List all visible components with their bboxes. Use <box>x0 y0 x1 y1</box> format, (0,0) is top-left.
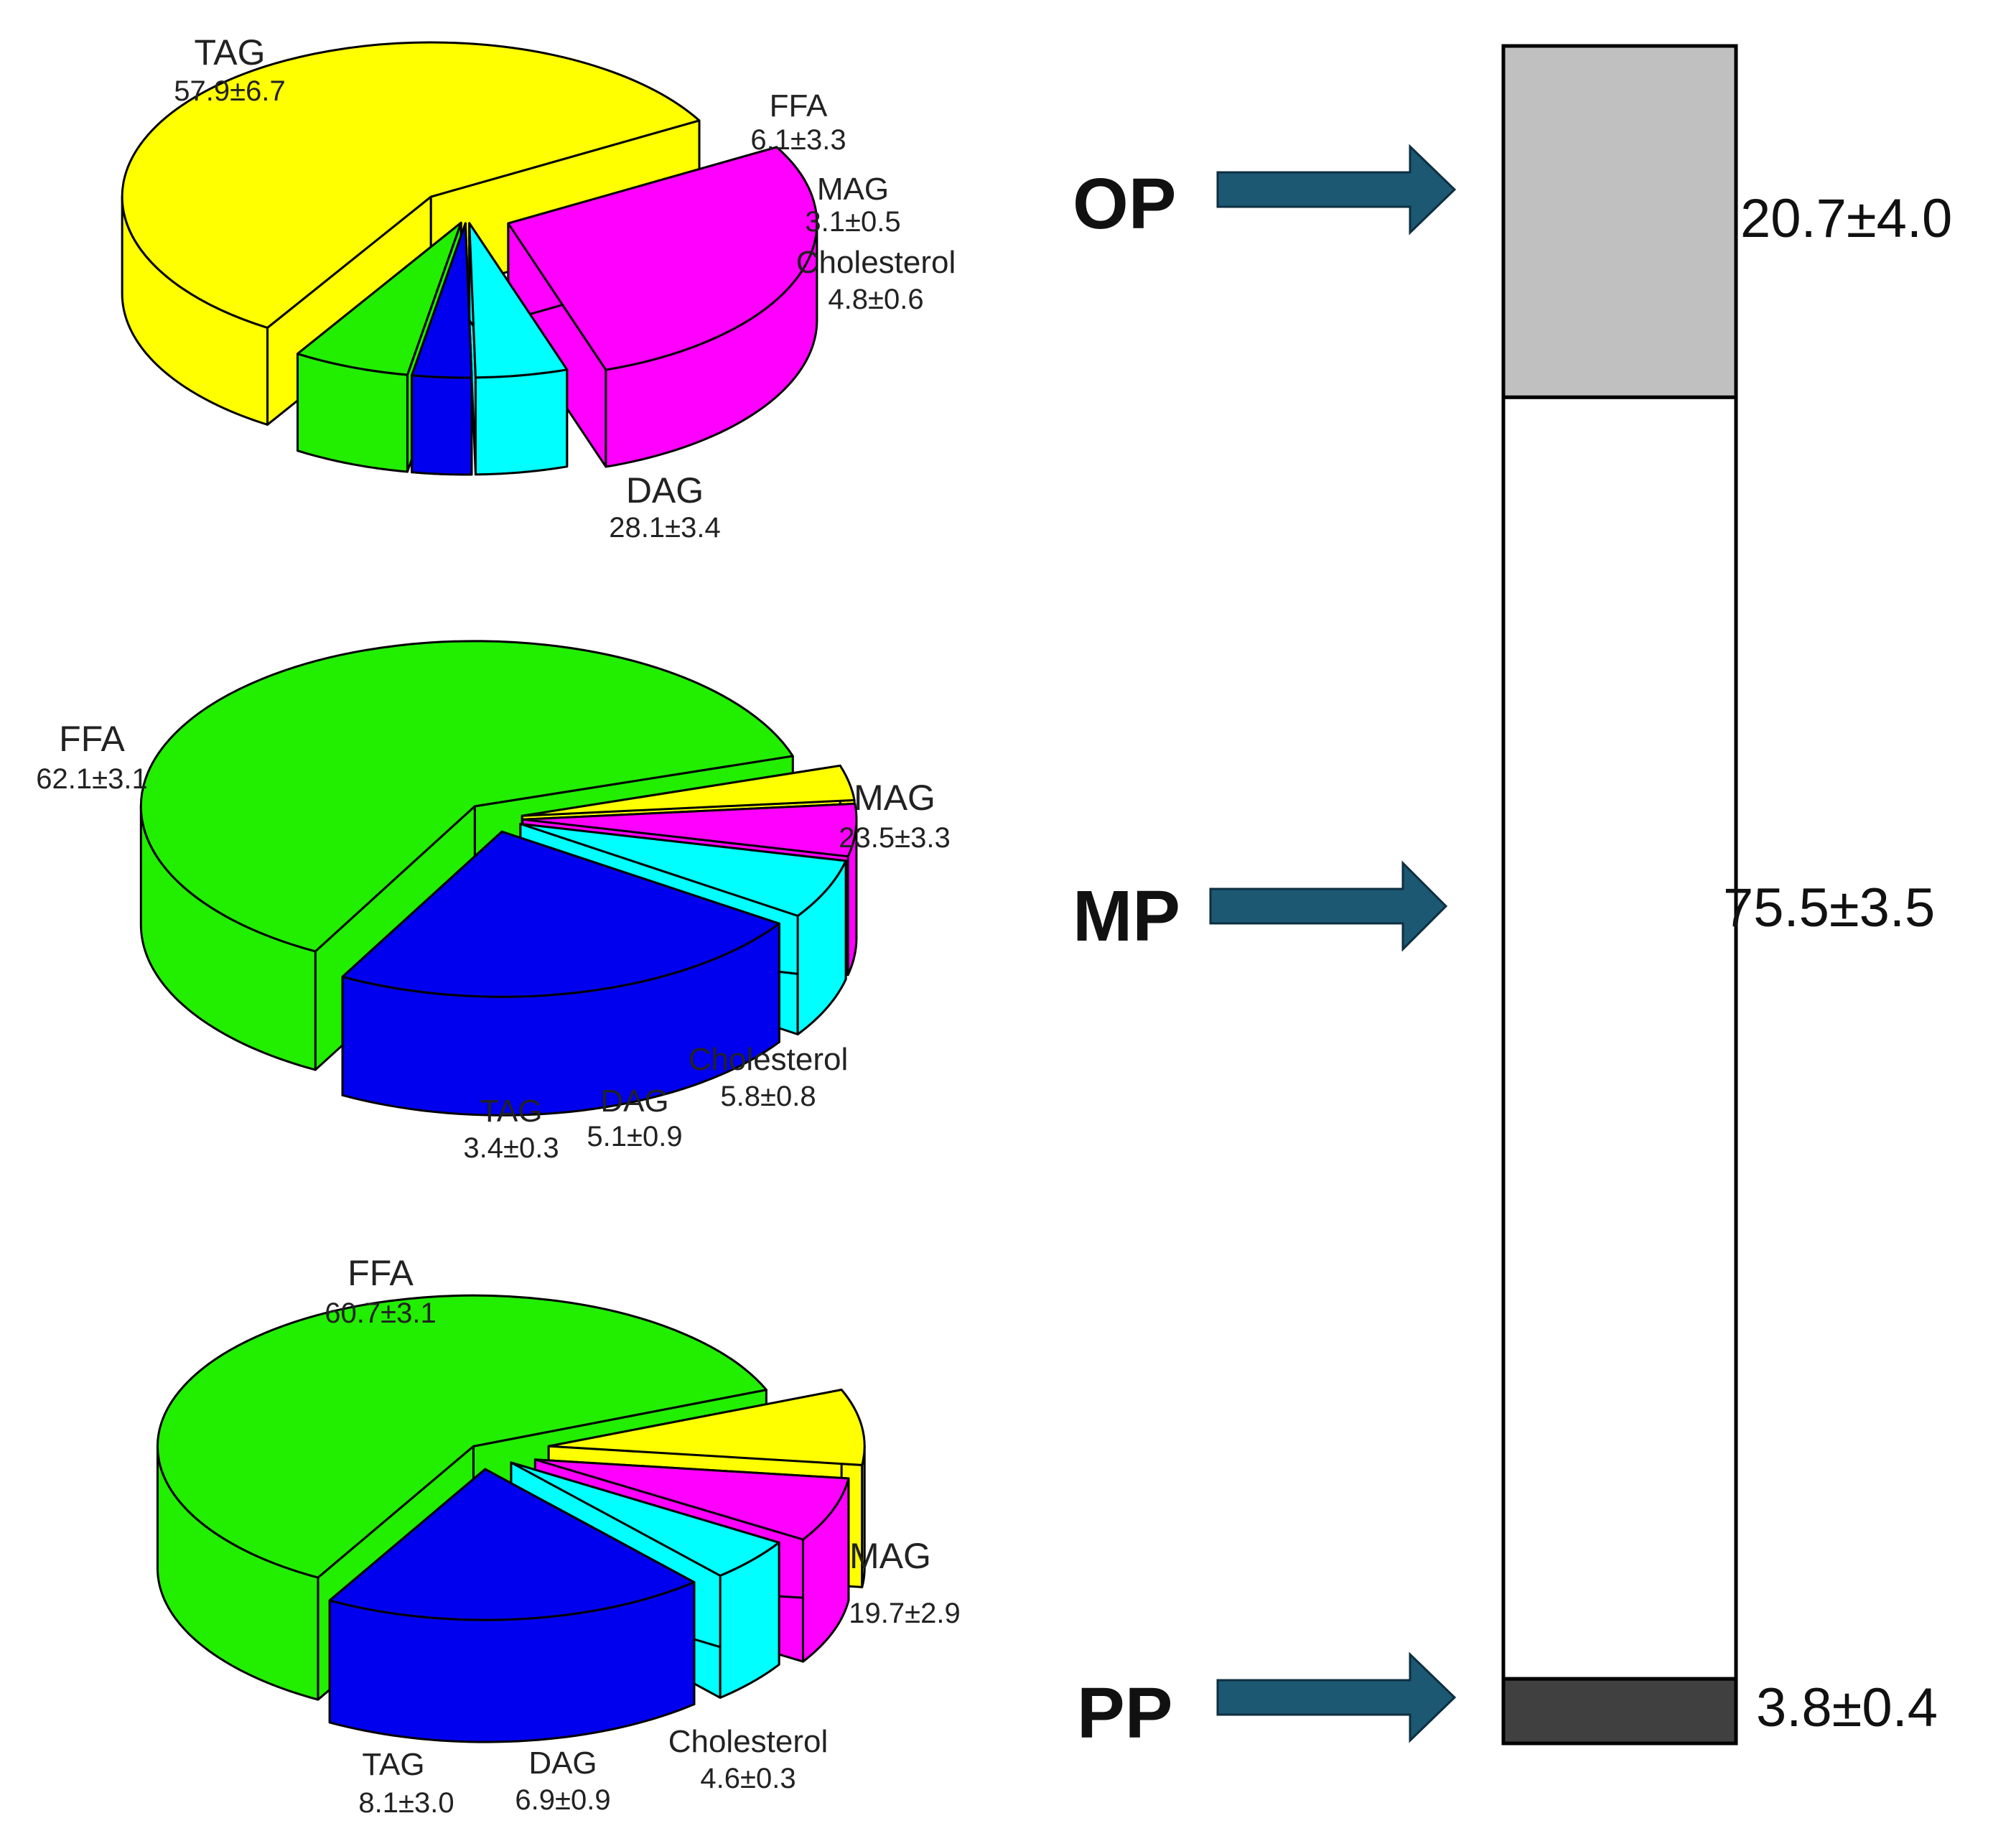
bar-value-pp: 3.8±0.4 <box>1756 1677 1938 1738</box>
slice-top <box>533 1458 850 1541</box>
arrow-op-icon <box>1216 144 1457 236</box>
pie3-tag-value: 8.1±3.0 <box>358 1787 454 1819</box>
slice-top <box>411 222 473 379</box>
pie2-cholesterol-name: Cholesterol <box>689 1042 849 1077</box>
slice-top <box>468 222 569 379</box>
phase-label-op: OP <box>1073 164 1176 244</box>
pie1-tag-value: 57.9±6.7 <box>174 75 285 107</box>
slice-top <box>547 1388 866 1466</box>
slice-rim <box>411 374 473 476</box>
slice-top <box>121 41 701 329</box>
pie1-slice-dag <box>507 146 818 468</box>
slice-top <box>507 146 818 371</box>
pie2-ffa-name: FFA <box>59 719 125 759</box>
pie3-cholesterol-name: Cholesterol <box>668 1724 829 1759</box>
slice-top <box>139 640 794 953</box>
slice-top <box>510 1461 780 1577</box>
pie1-cholesterol-name: Cholesterol <box>796 245 956 280</box>
phase-label-pp: PP <box>1077 1673 1172 1753</box>
pie1-cholesterol-value: 4.8±0.6 <box>828 284 923 315</box>
pie3-tag-name: TAG <box>362 1747 424 1782</box>
stacked-bar <box>1501 44 1738 1746</box>
pie3-mag-value: 19.7±2.9 <box>849 1598 960 1629</box>
pie-chart-pp <box>156 1294 866 1743</box>
pie-chart-op <box>121 41 818 476</box>
pie2-mag-value: 23.5±3.3 <box>839 822 950 854</box>
slice-rim <box>474 368 569 476</box>
pie2-mag-name: MAG <box>854 778 935 818</box>
slice-top <box>521 764 856 817</box>
pie1-mag-name: MAG <box>817 172 889 207</box>
pie3-dag-name: DAG <box>528 1746 597 1781</box>
pie1-tag-name: TAG <box>194 32 265 73</box>
pie1-dag-name: DAG <box>626 470 704 511</box>
pie2-ffa-value: 62.1±3.1 <box>36 763 147 795</box>
pie1-slice-ffa <box>297 221 462 473</box>
slice-top <box>156 1294 767 1579</box>
pie3-dag-value: 6.9±0.9 <box>515 1784 610 1816</box>
bar-segment-op <box>1501 44 1738 399</box>
pie1-dag-value: 28.1±3.4 <box>609 512 720 544</box>
pie1-slice-cholesterol <box>468 222 569 476</box>
pie1-ffa-value: 6.1±3.3 <box>750 124 846 156</box>
pie1-slice-mag <box>411 222 473 476</box>
slice-top <box>519 822 847 918</box>
pie2-dag-value: 5.1±0.9 <box>587 1121 682 1152</box>
slice-top <box>521 802 858 858</box>
pie2-tag-name: TAG <box>480 1094 542 1129</box>
pie2-cholesterol-value: 5.8±0.8 <box>720 1081 816 1112</box>
pie3-ffa-value: 60.7±3.1 <box>325 1297 436 1329</box>
pie3-slice-mag <box>328 1468 696 1743</box>
pie2-slice-mag <box>341 830 780 1117</box>
slice-top <box>341 830 780 998</box>
phase-label-mp: MP <box>1073 876 1180 956</box>
pie1-ffa-name: FFA <box>770 88 828 124</box>
slice-top <box>328 1468 696 1621</box>
pie-chart-mp <box>139 640 858 1117</box>
bar-segment-pp <box>1501 1677 1738 1746</box>
pie2-dag-name: DAG <box>600 1084 668 1119</box>
arrow-mp-icon <box>1209 860 1448 952</box>
pie3-cholesterol-value: 4.6±0.3 <box>700 1763 795 1794</box>
pie2-tag-value: 3.4±0.3 <box>463 1132 559 1164</box>
bar-value-op: 20.7±4.0 <box>1740 188 1952 249</box>
slice-top <box>297 221 462 376</box>
pie1-mag-value: 3.1±0.5 <box>805 206 900 238</box>
pie3-mag-name: MAG <box>849 1536 931 1576</box>
bar-segment-mp <box>1501 395 1738 1681</box>
pie1-slice-tag <box>121 41 701 426</box>
arrow-pp-icon <box>1216 1651 1457 1743</box>
bar-value-mp: 75.5±3.5 <box>1723 877 1935 938</box>
pie3-ffa-name: FFA <box>347 1253 414 1293</box>
